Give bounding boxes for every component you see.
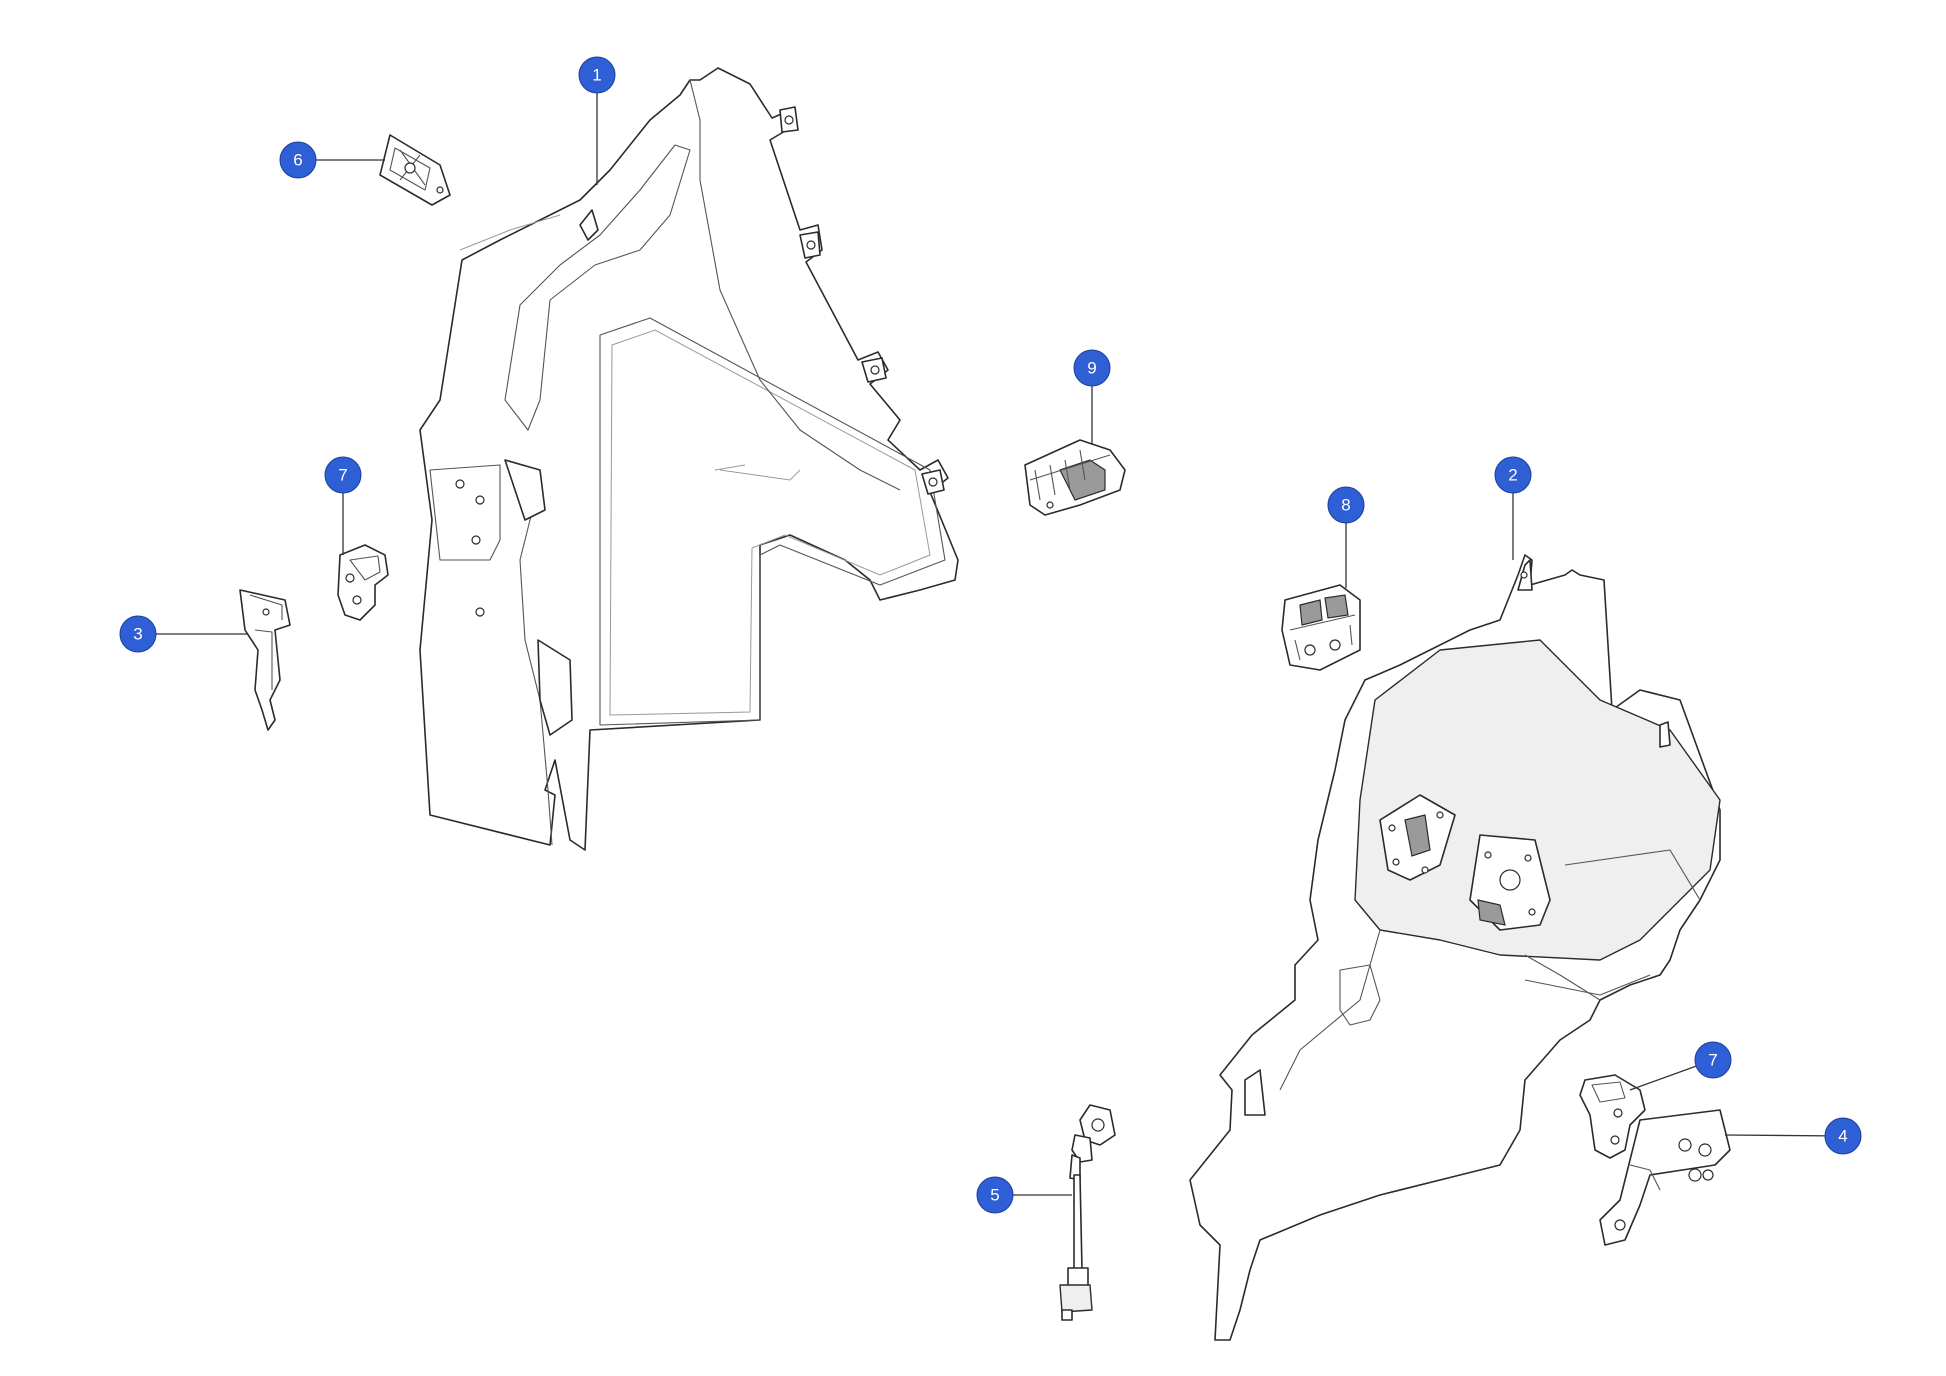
callout-label: 6 — [293, 151, 302, 170]
part-9-clip-block — [1024, 439, 1126, 516]
callout-7b: 7 — [1694, 1041, 1732, 1079]
callout-1: 1 — [578, 56, 616, 94]
part-8-clip-block — [1281, 584, 1361, 671]
callout-9: 9 — [1073, 349, 1111, 387]
callout-label: 1 — [592, 66, 601, 85]
part-6-pad — [379, 134, 451, 206]
part-1-left-panel — [419, 67, 959, 851]
leader-4 — [1724, 1134, 1844, 1137]
callout-label: 8 — [1341, 496, 1350, 515]
callout-8: 8 — [1327, 486, 1365, 524]
callout-label: 9 — [1087, 359, 1096, 378]
callout-label: 2 — [1508, 466, 1517, 485]
part-7b-loop-hook — [1579, 1074, 1646, 1159]
callout-label: 5 — [990, 1186, 999, 1205]
callout-label: 7 — [1708, 1051, 1717, 1070]
callout-label: 4 — [1838, 1127, 1847, 1146]
part-3-bracket — [239, 589, 291, 731]
callout-4: 4 — [1824, 1117, 1862, 1155]
callout-6: 6 — [279, 141, 317, 179]
callout-3: 3 — [119, 615, 157, 653]
callout-label: 3 — [133, 625, 142, 644]
part-2-right-panel — [1189, 554, 1721, 1341]
part-5-cable-connector — [1059, 1104, 1116, 1321]
callout-2: 2 — [1494, 456, 1532, 494]
part-4-hinge-bracket — [1599, 1109, 1731, 1246]
callout-5: 5 — [976, 1176, 1014, 1214]
part-7a-loop-hook — [337, 544, 389, 621]
callout-7a: 7 — [324, 456, 362, 494]
callout-label: 7 — [338, 466, 347, 485]
